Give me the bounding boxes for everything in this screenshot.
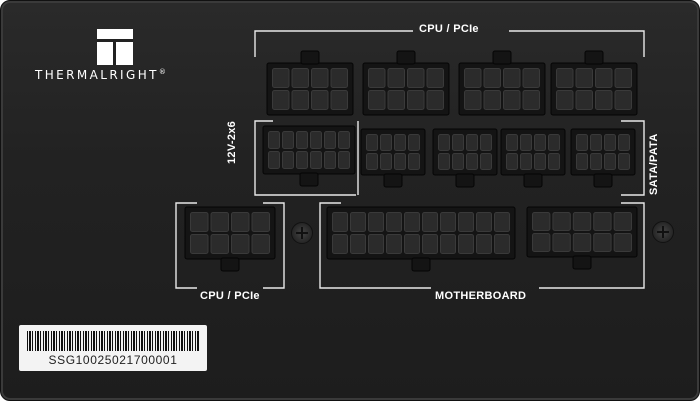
brand-name: THERMALRIGHT® (35, 68, 166, 82)
serial-label-sticker: SSG10025021700001 (19, 325, 207, 371)
sata-pata-label: SATA/PATA (648, 133, 660, 195)
serial-number: SSG10025021700001 (48, 353, 178, 367)
cpu-pcie-top-label: CPU / PCIe (419, 23, 479, 35)
screw-right-icon (652, 221, 674, 243)
thermalright-logo-icon (97, 29, 133, 65)
screw-left-icon (291, 222, 313, 244)
barcode (27, 331, 199, 351)
cpu-pcie-bottom-label: CPU / PCIe (200, 290, 260, 302)
motherboard-label: MOTHERBOARD (435, 290, 527, 302)
12v-2x6-label: 12V-2x6 (226, 120, 238, 164)
